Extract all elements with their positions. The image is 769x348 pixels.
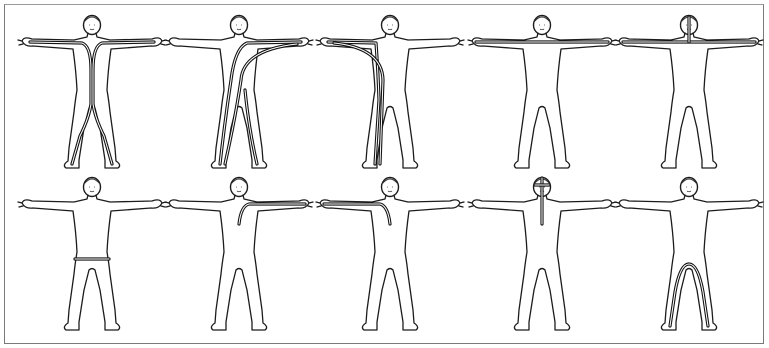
figure-r1-c5 [615,16,763,169]
figure-r1-c1 [18,16,166,169]
head-outline [382,178,399,197]
figure-r2-c5 [615,178,763,331]
meridian-line-legs [670,264,708,326]
head-outline [84,16,101,35]
finger-lines [18,202,166,207]
meridian-line-left-arm-highlight [324,204,390,224]
finger-lines [615,202,763,207]
head-outline [534,16,551,35]
body-outline [22,195,162,330]
figure-r1-c3 [316,16,464,169]
meridian-line-left-arm [324,204,390,224]
head-outline [681,178,698,197]
figure-r1-c2 [165,16,313,169]
head-outline [231,16,248,35]
meridian-line-right-arm-highlight [239,204,305,224]
meridian-line-outer-highlight [220,42,301,164]
meridian-line-left-highlight [328,42,379,164]
head-outline [231,178,248,197]
body-outline [619,33,759,168]
head-outline [84,178,101,197]
figure-r1-c4 [468,16,616,169]
head-outline [382,16,399,35]
meridian-line-right-arm [239,204,305,224]
body-outline [472,33,612,168]
figure-r2-c2 [165,178,313,331]
meridian-line-outer [220,42,301,164]
meridian-line-left [328,42,379,164]
body-outline [320,33,460,168]
figure-r2-c4 [468,178,616,331]
figure-r2-c1 [18,178,166,331]
figure-r2-c3 [316,178,464,331]
